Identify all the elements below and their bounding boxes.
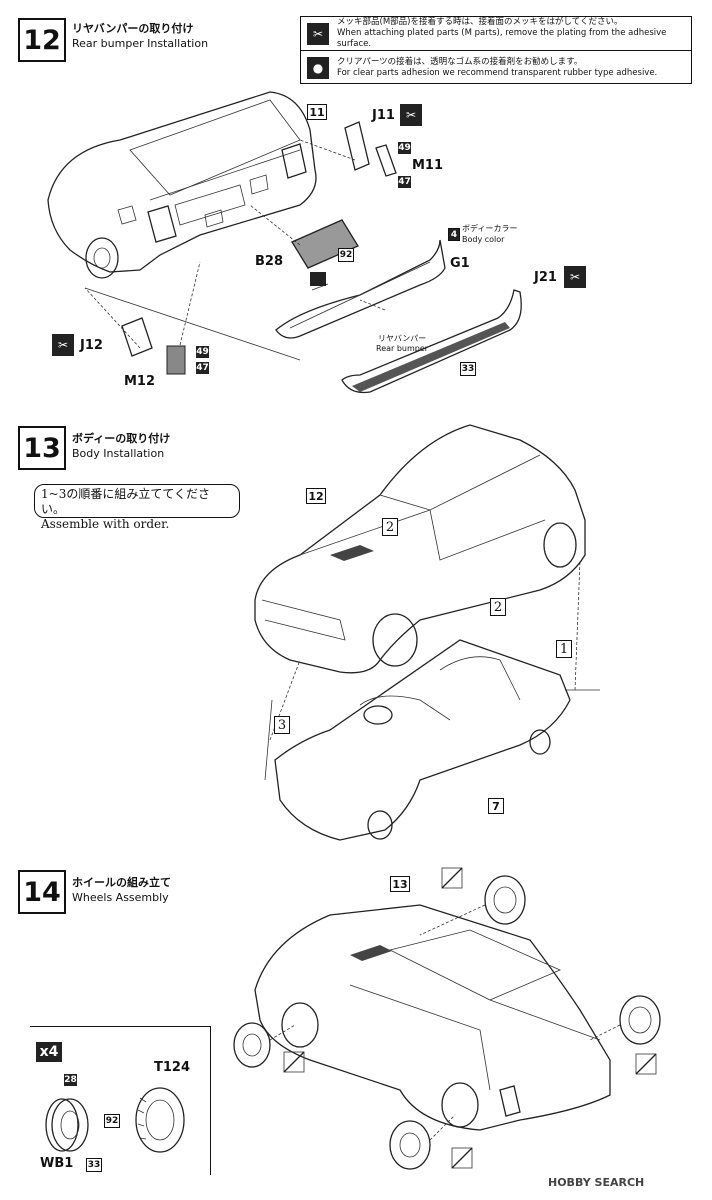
assembly-order-note-en: Assemble with order. bbox=[41, 517, 170, 531]
glue-warning-icon: ✂ bbox=[307, 22, 329, 45]
step13-illustration bbox=[254, 424, 600, 841]
label-j11: J11 bbox=[372, 108, 395, 123]
notice-clear: ● クリアパーツの接着は、透明なゴム系の接着剤をお勧めします。 For clea… bbox=[301, 50, 691, 84]
order-marker-3: 3 bbox=[274, 716, 290, 734]
step-title-en-12: Rear bumper Installation bbox=[72, 37, 209, 50]
num-47-upper: 47 bbox=[398, 176, 411, 188]
glue-bottle-icon: ● bbox=[307, 56, 329, 79]
num-49-lower: 49 bbox=[196, 346, 209, 358]
step-number-14: 14 bbox=[18, 870, 66, 914]
body-color-num: 4 bbox=[448, 228, 460, 241]
plating-icon-j11: ✂ bbox=[400, 104, 422, 126]
num-47-lower: 47 bbox=[196, 362, 209, 374]
notice-clear-en: For clear parts adhesion we recommend tr… bbox=[337, 67, 658, 78]
plating-icon-j21: ✂ bbox=[564, 266, 586, 288]
wheel-assembly-panel bbox=[30, 1026, 211, 1175]
label-m11: M11 bbox=[412, 158, 444, 173]
order-marker-2b: 2 bbox=[490, 598, 506, 616]
num-49-upper: 49 bbox=[398, 142, 411, 154]
label-b28: B28 bbox=[255, 254, 283, 269]
step-title-en-13: Body Installation bbox=[72, 447, 165, 460]
rear-bumper-en: Rear bumper bbox=[376, 344, 429, 353]
watermark: HOBBY SEARCH bbox=[548, 1176, 645, 1189]
quantity-badge: x4 bbox=[36, 1042, 62, 1062]
step-title-jp-12: リヤバンパーの取り付け bbox=[72, 22, 194, 35]
step12-illustration bbox=[47, 91, 522, 394]
num-33-bumper: 33 bbox=[460, 362, 476, 376]
num-28-wheel: 28 bbox=[64, 1074, 77, 1086]
part-11-label: 11 bbox=[307, 104, 327, 120]
step-title-en-14: Wheels Assembly bbox=[72, 891, 169, 904]
label-j12: J12 bbox=[80, 338, 103, 353]
step-title-jp-14: ホイールの組み立て bbox=[72, 876, 171, 889]
plating-icon-j12: ✂ bbox=[52, 334, 74, 356]
order-marker-1: 1 bbox=[556, 640, 572, 658]
notice-plated-jp: メッキ部品(M部品)を接着する時は、接着面のメッキをはがしてください。 bbox=[337, 17, 623, 27]
body-color-en: Body color bbox=[462, 235, 505, 244]
assembly-order-note: 1~3の順番に組み立ててください。 Assemble with order. bbox=[34, 484, 240, 531]
num-33-wheel: 33 bbox=[86, 1158, 102, 1172]
step-number-12: 12 bbox=[18, 18, 66, 62]
part-12-label: 12 bbox=[306, 488, 326, 504]
label-m12: M12 bbox=[124, 374, 156, 389]
notice-clear-jp: クリアパーツの接着は、透明なゴム系の接着剤をお勧めします。 bbox=[337, 56, 583, 67]
no-glue-icons bbox=[283, 867, 657, 1169]
assembly-order-note-jp: 1~3の順番に組み立ててください。 bbox=[41, 487, 210, 516]
notice-plated-en: When attaching plated parts (M parts), r… bbox=[337, 28, 667, 49]
order-marker-2a: 2 bbox=[382, 518, 398, 536]
step-title-jp-13: ボディーの取り付け bbox=[72, 432, 171, 445]
label-wb1: WB1 bbox=[40, 1156, 74, 1171]
num-92-plate: 92 bbox=[338, 248, 354, 262]
label-j21: J21 bbox=[534, 270, 557, 285]
part-7-label: 7 bbox=[488, 798, 504, 814]
label-g1: G1 bbox=[450, 256, 470, 271]
notice-plated: ✂ メッキ部品(M部品)を接着する時は、接着面のメッキをはがしてください。 Wh… bbox=[301, 17, 691, 50]
num-92-wheel: 92 bbox=[104, 1114, 120, 1128]
body-color-jp: ボディーカラー bbox=[462, 224, 518, 233]
notice-box: ✂ メッキ部品(M部品)を接着する時は、接着面のメッキをはがしてください。 Wh… bbox=[300, 16, 692, 84]
label-t124: T124 bbox=[154, 1060, 191, 1075]
step-number-13: 13 bbox=[18, 426, 66, 470]
rear-bumper-jp: リヤバンパー bbox=[378, 334, 427, 343]
part-13-label: 13 bbox=[390, 876, 410, 892]
